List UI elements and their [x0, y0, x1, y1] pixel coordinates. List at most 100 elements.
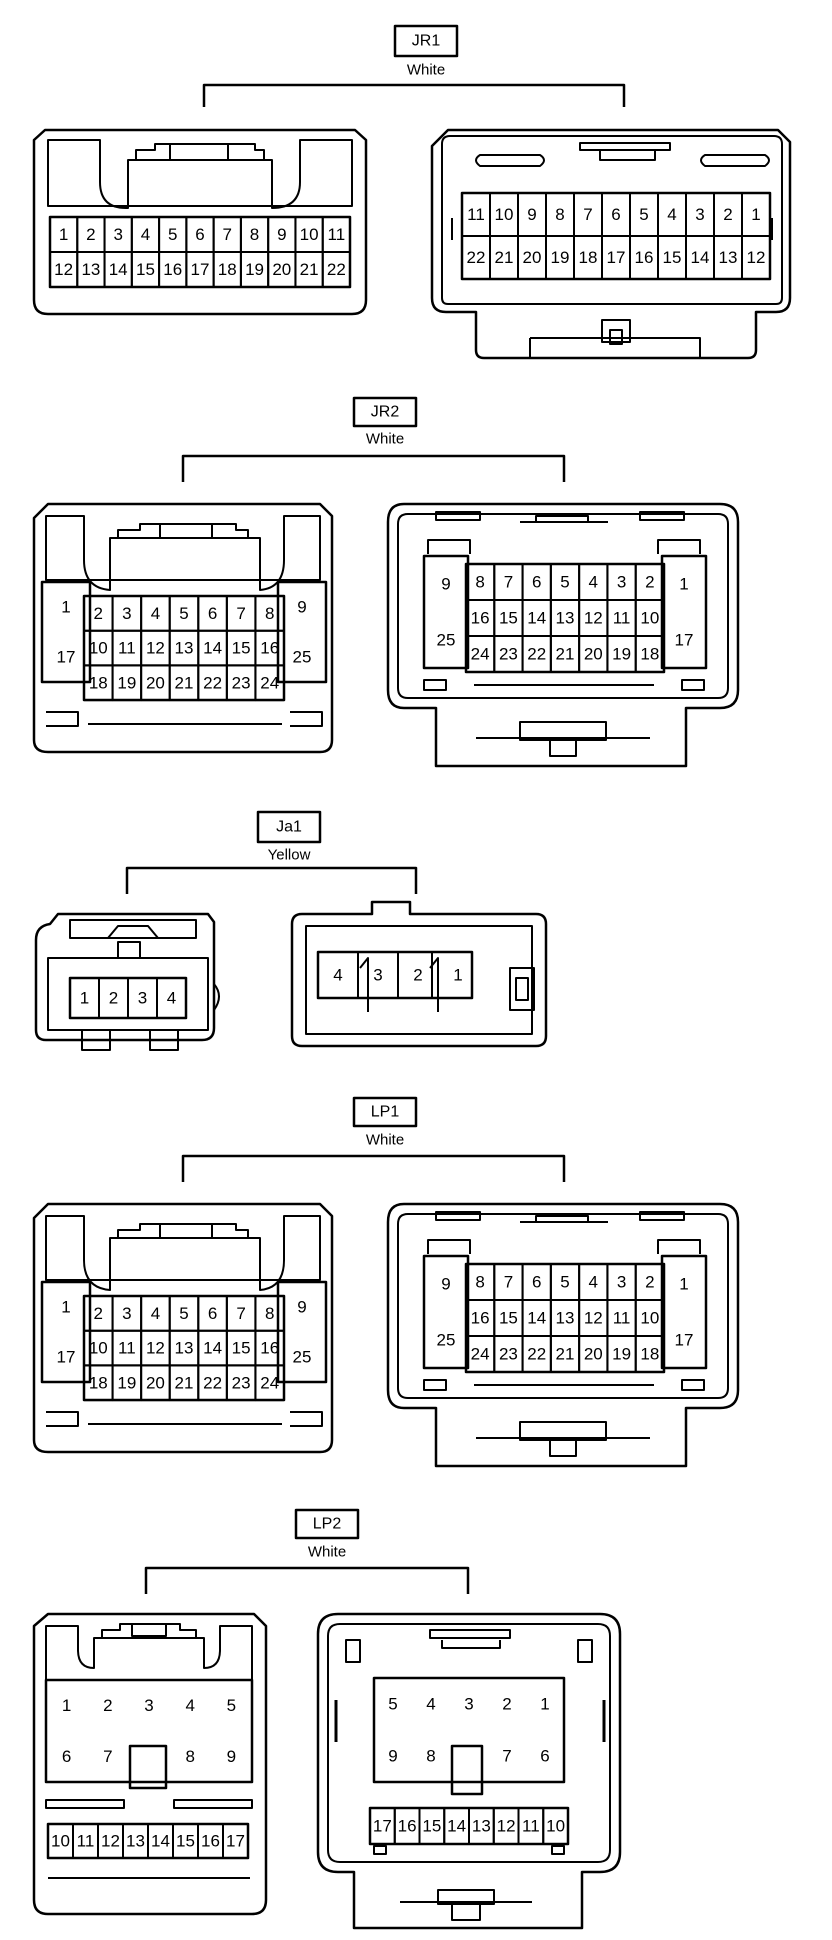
connector-lp1-header: LP1 White	[181, 1096, 566, 1182]
jr1-right-pin-11: 11	[467, 205, 485, 224]
jr1-left-pin-13: 13	[81, 260, 100, 279]
jr1-right-pin-8: 8	[555, 205, 564, 224]
connector-ja1-color: Yellow	[268, 847, 311, 864]
jr1-left-pin-10: 10	[300, 225, 319, 244]
jr1-right-pin-22: 22	[467, 248, 486, 267]
lp1-right-pin-25: 25	[437, 1331, 456, 1350]
jr1-right-pin-20: 20	[523, 248, 542, 267]
lp1-left-pin-23: 23	[232, 1373, 251, 1392]
jr1-left-pin-12: 12	[54, 260, 73, 279]
jr1-right-pin-16: 16	[635, 248, 654, 267]
jr2-left-pin-18: 18	[89, 673, 108, 692]
jr2-right-pin-3: 3	[617, 573, 626, 592]
lp1-left-pin-15: 15	[232, 1339, 251, 1358]
jr2-right-pin-10: 10	[640, 609, 659, 628]
jr2-right-pin-16: 16	[471, 609, 490, 628]
lp1-right-pin-23: 23	[499, 1345, 518, 1364]
lp1-left-pin-19: 19	[117, 1373, 136, 1392]
lp1-left-pin-13: 13	[175, 1339, 194, 1358]
lp2-left-pin-1: 1	[62, 1696, 71, 1715]
jr1-left-pin-14: 14	[109, 260, 128, 279]
jr2-left-pin-24-cell	[254, 664, 286, 702]
jr2-left-pin-25: 25	[293, 648, 312, 667]
lp1-right-pin-20: 20	[584, 1345, 603, 1364]
jr1-right-pin-12-cell	[741, 235, 771, 280]
jr1-left-pin-18: 18	[218, 260, 237, 279]
connector-jr2-code: JR2	[371, 404, 400, 421]
lp1-right-pin-8: 8	[475, 1273, 484, 1292]
lp1-right-pin-9: 9	[441, 1275, 450, 1294]
connector-lp1-color: White	[366, 1132, 404, 1149]
jr2-left-pin-4: 4	[151, 604, 160, 623]
lp2-left-pin-17-cell	[222, 1823, 249, 1859]
connector-lp2-code: LP2	[313, 1516, 342, 1533]
connector-jr2-color: White	[366, 431, 404, 448]
connector-jr2-header: JR2 White	[181, 396, 566, 482]
connector-jr1-color: White	[407, 62, 445, 79]
lp1-right-pin-6: 6	[532, 1273, 541, 1292]
lp2-left-pin-3: 3	[144, 1696, 153, 1715]
jr2-left-pin-6: 6	[208, 604, 217, 623]
connector-lp1-left-housing	[32, 1202, 334, 1454]
lp1-left-pin-5: 5	[179, 1304, 188, 1323]
jr2-right-pin-19: 19	[612, 645, 631, 664]
lp1-left-pin-20: 20	[146, 1373, 165, 1392]
lp1-left-pin-6: 6	[208, 1304, 217, 1323]
lp2-right-pin-9: 9	[388, 1747, 397, 1766]
jr1-right-pin-14: 14	[691, 248, 710, 267]
jr1-left-pin-11: 11	[328, 225, 346, 244]
jr2-left-pin-19: 19	[117, 673, 136, 692]
jr1-right-pin-12: 12	[747, 248, 766, 267]
jr2-left-pin-8: 8	[265, 604, 274, 623]
lp1-right-pin-11: 11	[613, 1309, 631, 1328]
lp1-right-pin-15: 15	[499, 1309, 518, 1328]
connector-lp2-header: LP2 White	[144, 1508, 470, 1594]
lp1-left-pin-11: 11	[118, 1339, 136, 1358]
lp2-right-pin-14: 14	[447, 1817, 466, 1836]
jr2-right-pin-18-cell	[634, 635, 666, 673]
lp1-right-pin-1: 1	[679, 1275, 688, 1294]
lp1-right-pin-3: 3	[617, 1273, 626, 1292]
jr2-right-pin-13: 13	[556, 609, 575, 628]
lp1-left-pin-7: 7	[236, 1304, 245, 1323]
jr2-left-pin-16: 16	[260, 639, 279, 658]
jr2-left-pin-24: 24	[260, 673, 279, 692]
lp1-right-pin-21: 21	[556, 1345, 575, 1364]
jr2-left-pin-21: 21	[175, 673, 194, 692]
lp1-right-pin-7: 7	[504, 1273, 513, 1292]
lp2-right-pin-1: 1	[540, 1695, 549, 1714]
lp2-left-pin-7: 7	[103, 1747, 112, 1766]
jr2-right-pin-14: 14	[527, 609, 546, 628]
lp2-left-pin-4: 4	[185, 1696, 194, 1715]
lp1-left-pin-24-cell	[254, 1364, 286, 1402]
lp2-right-pin-7: 7	[502, 1747, 511, 1766]
lp2-right-pin-3: 3	[464, 1695, 473, 1714]
jr2-left-pin-11: 11	[118, 639, 136, 658]
jr2-right-pin-20: 20	[584, 645, 603, 664]
lp1-left-pin-3: 3	[122, 1304, 131, 1323]
connector-ja1-code: Ja1	[276, 819, 302, 836]
lp2-left-pin-13: 13	[126, 1832, 145, 1851]
lp1-left-pin-17: 17	[57, 1348, 76, 1367]
jr2-left-pin-17: 17	[57, 648, 76, 667]
jr2-left-pin-7: 7	[236, 604, 245, 623]
lp1-right-pin-24: 24	[471, 1345, 490, 1364]
jr2-right-pin-22: 22	[527, 645, 546, 664]
jr1-left-pin-2: 2	[86, 225, 95, 244]
lp1-left-pin-16: 16	[260, 1339, 279, 1358]
lp2-left-pin-16: 16	[201, 1832, 220, 1851]
jr1-left-pin-16: 16	[163, 260, 182, 279]
jr1-left-pin-7: 7	[223, 225, 232, 244]
jr1-right-pin-17: 17	[607, 248, 626, 267]
lp2-left-pin-12: 12	[101, 1832, 120, 1851]
jr1-left-pin-4: 4	[141, 225, 150, 244]
lp1-right-pin-18-cell	[634, 1335, 666, 1373]
lp1-left-pin-21: 21	[175, 1373, 194, 1392]
connector-ja1-header: Ja1 Yellow	[125, 810, 418, 894]
connector-jr1-code: JR1	[412, 33, 441, 50]
jr1-right-pin-5: 5	[639, 205, 648, 224]
